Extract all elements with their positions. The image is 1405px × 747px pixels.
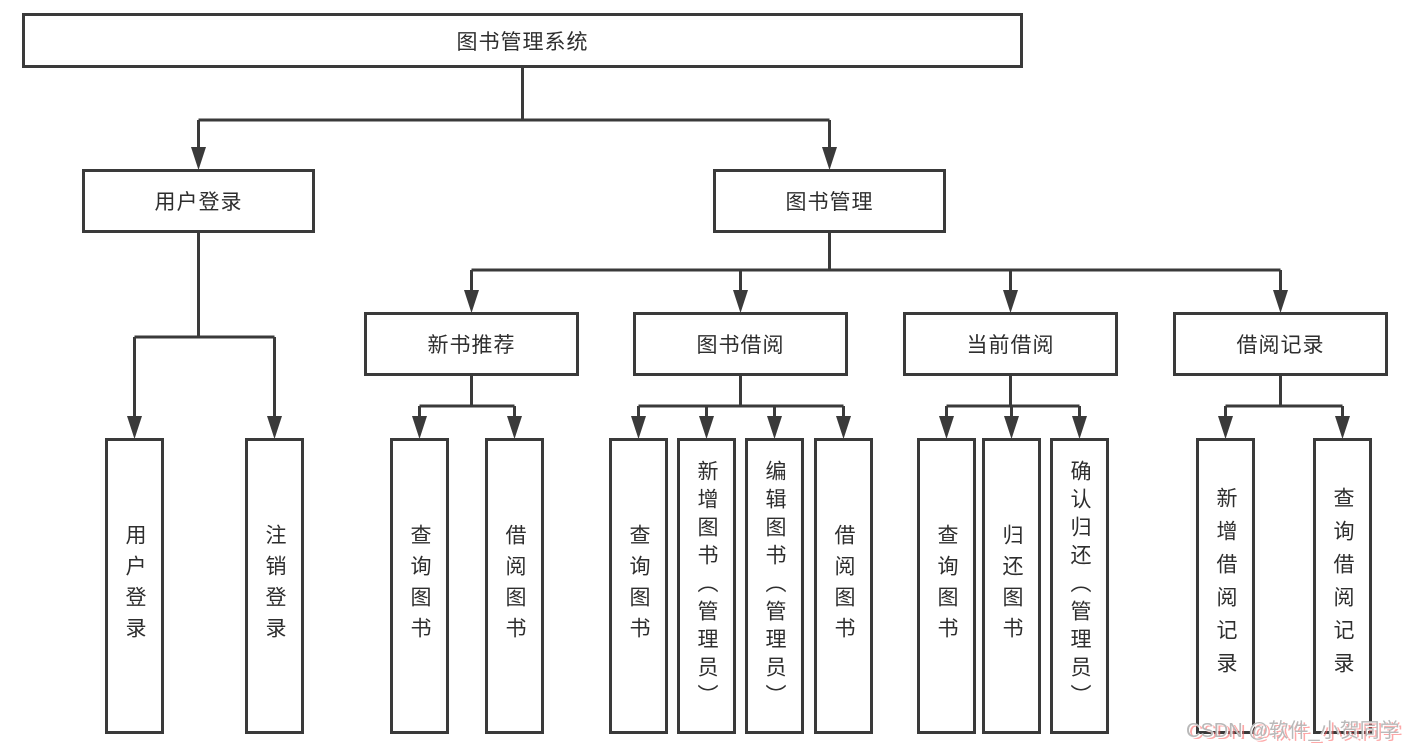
node-leaf-user-login: 用户登录 xyxy=(105,438,164,734)
node-leaf-borrow-books-recommend-label: 借阅图书 xyxy=(503,524,526,648)
node-book-management: 图书管理 xyxy=(713,169,946,233)
node-leaf-confirm-return-admin: 确认归还（管理员） xyxy=(1050,438,1109,734)
node-leaf-query-books-recommend: 查询图书 xyxy=(390,438,449,734)
node-user-login-label: 用户登录 xyxy=(154,191,243,214)
node-new-book-recommend: 新书推荐 xyxy=(364,312,579,376)
node-book-management-label: 图书管理 xyxy=(785,191,874,214)
node-leaf-return-books-label: 归还图书 xyxy=(1000,524,1023,648)
node-current-borrow-label: 当前借阅 xyxy=(966,334,1055,357)
node-borrow-records: 借阅记录 xyxy=(1173,312,1388,376)
node-book-borrow: 图书借阅 xyxy=(633,312,848,376)
node-user-login: 用户登录 xyxy=(82,169,315,233)
node-leaf-edit-book-admin-label: 编辑图书（管理员） xyxy=(763,460,786,712)
node-leaf-add-book-admin: 新增图书（管理员） xyxy=(677,438,736,734)
node-leaf-confirm-return-admin-label: 确认归还（管理员） xyxy=(1068,460,1091,712)
node-leaf-borrow-books-recommend: 借阅图书 xyxy=(485,438,544,734)
node-leaf-query-books-current-label: 查询图书 xyxy=(935,524,958,648)
node-leaf-user-login-label: 用户登录 xyxy=(123,524,146,648)
node-leaf-query-borrow-record: 查询借阅记录 xyxy=(1313,438,1372,734)
csdn-watermark: CSDN @软件_小贺同学 xyxy=(1186,720,1400,742)
node-current-borrow: 当前借阅 xyxy=(903,312,1118,376)
node-leaf-return-books: 归还图书 xyxy=(982,438,1041,734)
node-leaf-add-borrow-record-label: 新增借阅记录 xyxy=(1214,487,1237,685)
node-leaf-add-borrow-record: 新增借阅记录 xyxy=(1196,438,1255,734)
node-leaf-logout: 注销登录 xyxy=(245,438,304,734)
node-leaf-query-books-borrow-label: 查询图书 xyxy=(627,524,650,648)
node-leaf-borrow-books: 借阅图书 xyxy=(814,438,873,734)
node-book-borrow-label: 图书借阅 xyxy=(696,334,785,357)
node-leaf-borrow-books-label: 借阅图书 xyxy=(832,524,855,648)
node-leaf-query-books-recommend-label: 查询图书 xyxy=(408,524,431,648)
node-leaf-edit-book-admin: 编辑图书（管理员） xyxy=(745,438,804,734)
node-leaf-add-book-admin-label: 新增图书（管理员） xyxy=(695,460,718,712)
node-leaf-query-books-current: 查询图书 xyxy=(917,438,976,734)
node-leaf-query-books-borrow: 查询图书 xyxy=(609,438,668,734)
node-new-book-recommend-label: 新书推荐 xyxy=(427,334,516,357)
node-borrow-records-label: 借阅记录 xyxy=(1236,334,1325,357)
node-root: 图书管理系统 xyxy=(22,13,1023,68)
node-leaf-logout-label: 注销登录 xyxy=(263,524,286,648)
node-root-label: 图书管理系统 xyxy=(456,30,589,54)
node-leaf-query-borrow-record-label: 查询借阅记录 xyxy=(1331,487,1354,685)
